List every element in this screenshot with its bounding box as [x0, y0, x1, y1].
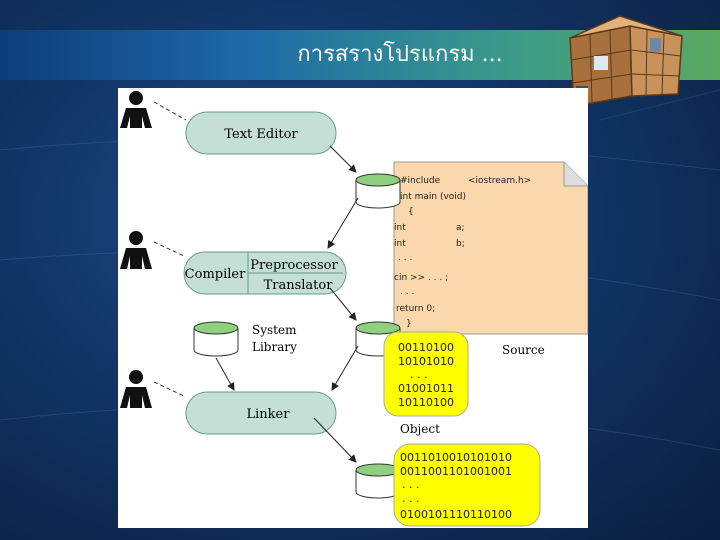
executable-file-storage — [355, 463, 401, 499]
programmer-icon-3 — [120, 370, 152, 408]
arrow-library-to-linker — [215, 357, 235, 391]
executable-code-line: 0011001101001001 — [400, 465, 512, 478]
svg-text:<iostream.h>: <iostream.h> — [468, 176, 531, 186]
executable-code-box — [393, 443, 541, 527]
object-code-line: 10101010 — [398, 355, 454, 368]
source-document — [393, 161, 588, 335]
svg-text:}: } — [406, 319, 412, 329]
slide-title: การสรางโปรแกรม ... — [297, 42, 503, 67]
arrow-compiler-to-object — [329, 287, 357, 321]
executable-code-line: . . . — [402, 478, 419, 491]
linker-node — [185, 391, 337, 435]
object-code-line: . . . — [410, 368, 427, 381]
photo-cube-logo — [569, 15, 683, 107]
user-link-editor — [153, 101, 187, 121]
source-code: #include <iostream.h> int main (void) { … — [394, 176, 531, 329]
diagram-panel: Text Editor Compiler Preprocessor Transl… — [118, 88, 588, 528]
svg-text:int: int — [394, 223, 406, 233]
object-code-line: 10110100 — [398, 396, 454, 409]
svg-text:int main (void): int main (void) — [400, 192, 466, 202]
programmer-icon-1 — [120, 91, 152, 128]
text-editor-label: Text Editor — [224, 127, 298, 142]
source-label: Source — [502, 343, 545, 357]
svg-text:b;: b; — [456, 239, 465, 249]
system-library-storage — [193, 321, 239, 357]
system-library-label-2: Library — [252, 340, 297, 354]
program-build-diagram: Text Editor Compiler Preprocessor Transl… — [120, 91, 588, 527]
source-file-storage — [355, 173, 401, 209]
svg-text:. . .: . . . — [398, 253, 412, 263]
svg-text:cin >> . . . ;: cin >> . . . ; — [394, 273, 448, 283]
svg-text:#include: #include — [400, 176, 441, 186]
object-code-line: 01001011 — [398, 382, 454, 395]
arrow-object-to-linker — [331, 345, 359, 391]
svg-text:{: { — [408, 207, 414, 217]
svg-text:return 0;: return 0; — [396, 304, 435, 314]
linker-label: Linker — [247, 407, 291, 422]
arrow-editor-to-source — [329, 145, 357, 173]
arrow-linker-to-executable — [313, 417, 357, 463]
object-code-line: 00110100 — [398, 341, 454, 354]
preprocessor-label: Preprocessor — [250, 258, 338, 273]
user-link-linker — [153, 381, 185, 397]
object-label: Object — [400, 422, 440, 436]
programmer-icon-2 — [120, 231, 152, 269]
executable-code-line: 0100101110110100 — [400, 508, 512, 521]
svg-text:a;: a; — [456, 223, 465, 233]
system-library-label-1: System — [252, 323, 297, 337]
svg-text:. . .: . . . — [400, 287, 414, 297]
user-link-compiler — [153, 241, 185, 257]
executable-code-line: 0011010010101010 — [400, 451, 512, 464]
arrow-source-to-compiler — [327, 197, 359, 249]
svg-text:int: int — [394, 239, 406, 249]
executable-code-line: . . . — [402, 492, 419, 505]
translator-label: Translator — [264, 278, 334, 293]
compiler-label: Compiler — [185, 267, 246, 282]
text-editor-node — [185, 111, 337, 155]
object-code-box — [383, 331, 469, 417]
